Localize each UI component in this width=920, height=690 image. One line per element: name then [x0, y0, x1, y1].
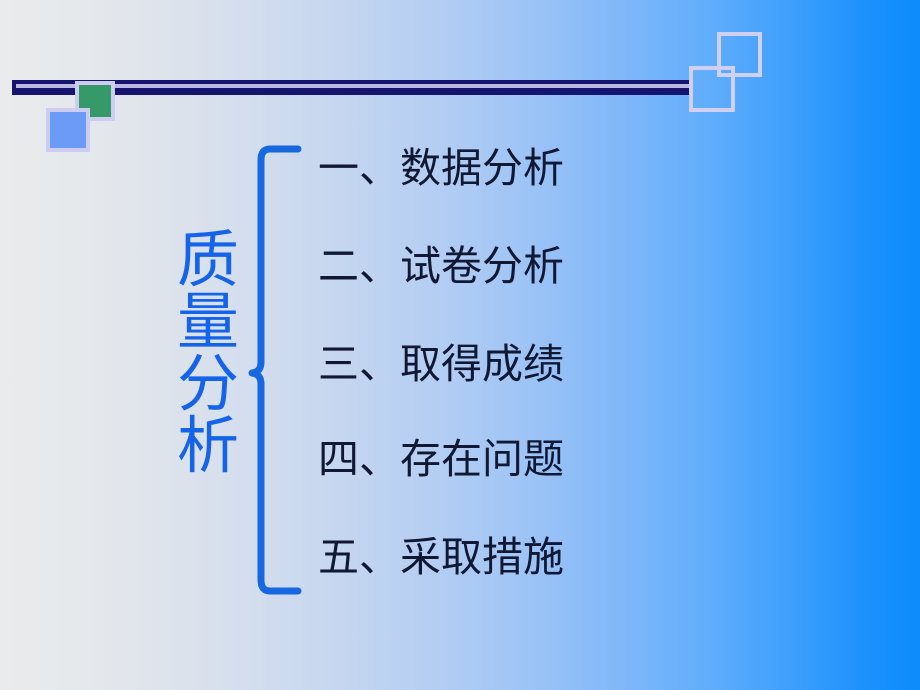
vertical-title-char-2: 量 [176, 289, 239, 357]
vertical-title: 质 量 分 析 [172, 230, 244, 478]
outline-square-lower-left-decoration [689, 66, 735, 112]
agenda-item-1[interactable]: 一、数据分析 [318, 145, 564, 191]
agenda-item-3[interactable]: 三、取得成绩 [318, 341, 564, 387]
vertical-title-char-4: 析 [176, 413, 239, 481]
top-rule-bar [12, 80, 693, 95]
agenda-item-5[interactable]: 五、采取措施 [318, 534, 564, 580]
outline-square-upper-right-decoration [717, 32, 762, 77]
vertical-title-char-1: 质 [176, 227, 239, 295]
agenda-item-2[interactable]: 二、试卷分析 [318, 243, 564, 289]
left-curly-bracket-icon [248, 145, 302, 595]
top-rule-inner-line [16, 84, 689, 88]
agenda-item-4[interactable]: 四、存在问题 [318, 436, 564, 482]
vertical-title-char-3: 分 [176, 351, 239, 419]
green-square-decoration [75, 81, 115, 121]
blue-square-decoration [46, 108, 90, 152]
